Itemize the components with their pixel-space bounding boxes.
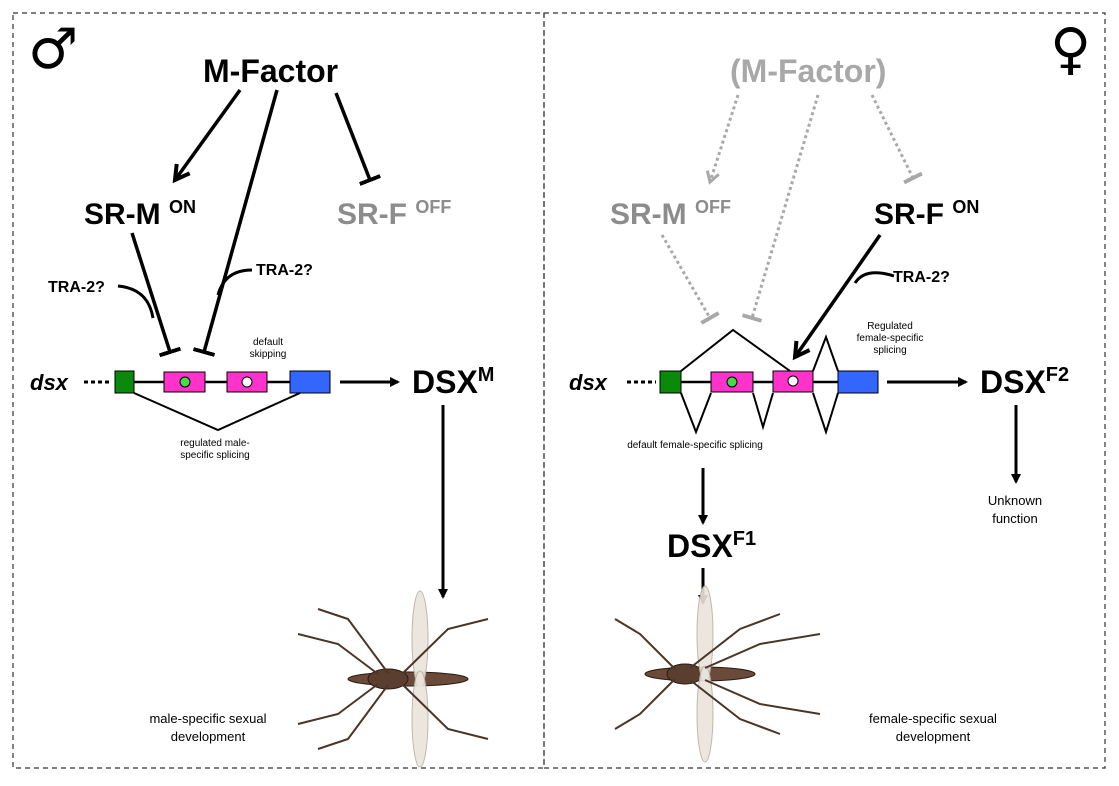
female-srf-label: SR-F ON xyxy=(874,197,980,231)
male-srm-label: SR-M ON xyxy=(84,197,196,231)
male-srf-name: SR-F xyxy=(337,198,407,231)
female-arrows xyxy=(660,94,1021,605)
female-regulated-splicing: Regulated female-specific splicing xyxy=(856,321,924,356)
female-dsx-f1-sup: F1 xyxy=(732,528,757,550)
male-gene xyxy=(84,370,331,432)
male-regulated-splicing: regulated male-specific splicing xyxy=(180,438,250,461)
exon-green xyxy=(114,370,135,394)
male-m-factor: M-Factor xyxy=(203,53,339,89)
male-symbol-icon: ♂ xyxy=(28,17,79,82)
female-srm-label: SR-M OFF xyxy=(610,197,731,231)
female-outcome: female-specific sexual development xyxy=(869,711,997,744)
female-dsx-f1: DSXF1 xyxy=(667,528,757,564)
male-srf-label: SR-F OFF xyxy=(337,197,452,231)
female-m-factor: (M-Factor) xyxy=(730,53,887,89)
male-arrows xyxy=(117,88,448,599)
male-dsx-product-sup: M xyxy=(477,364,495,386)
female-dsx-gene: dsx xyxy=(569,370,607,395)
female-default-splicing: default female-specific splicing xyxy=(627,440,763,451)
female-srm-state: OFF xyxy=(695,197,731,217)
male-tra2-left: TRA-2? xyxy=(48,279,105,296)
female-dsx-f2-name: DSX xyxy=(980,364,1046,400)
male-srf-state: OFF xyxy=(415,197,452,217)
female-srf-name: SR-F xyxy=(874,198,944,231)
female-tra2: TRA-2? xyxy=(893,269,950,286)
female-srm-name: SR-M xyxy=(610,198,687,231)
female-gene xyxy=(627,328,879,436)
mosquito-icon xyxy=(614,585,821,763)
male-dsx-product-name: DSX xyxy=(412,364,478,400)
male-outcome: male-specific sexual development xyxy=(149,711,267,744)
female-dsx-f2: DSXF2 xyxy=(980,364,1070,400)
exon-blue xyxy=(289,370,331,394)
female-dsx-f1-name: DSX xyxy=(667,528,733,564)
male-tra2-right: TRA-2? xyxy=(256,262,313,279)
female-dsx-f2-sup: F2 xyxy=(1045,364,1070,386)
male-default-skipping: default skipping xyxy=(249,337,287,360)
male-dsx-gene: dsx xyxy=(30,370,68,395)
male-srm-name: SR-M xyxy=(84,198,161,231)
mosquito-icon xyxy=(297,590,489,768)
female-f2-function: Unknown function xyxy=(987,493,1043,526)
female-symbol-icon: ♀ xyxy=(1050,17,1092,82)
panel-borders xyxy=(12,12,1106,769)
female-srf-state: ON xyxy=(952,197,980,217)
male-srm-state: ON xyxy=(169,197,196,217)
male-dsx-product: DSXM xyxy=(412,364,495,400)
